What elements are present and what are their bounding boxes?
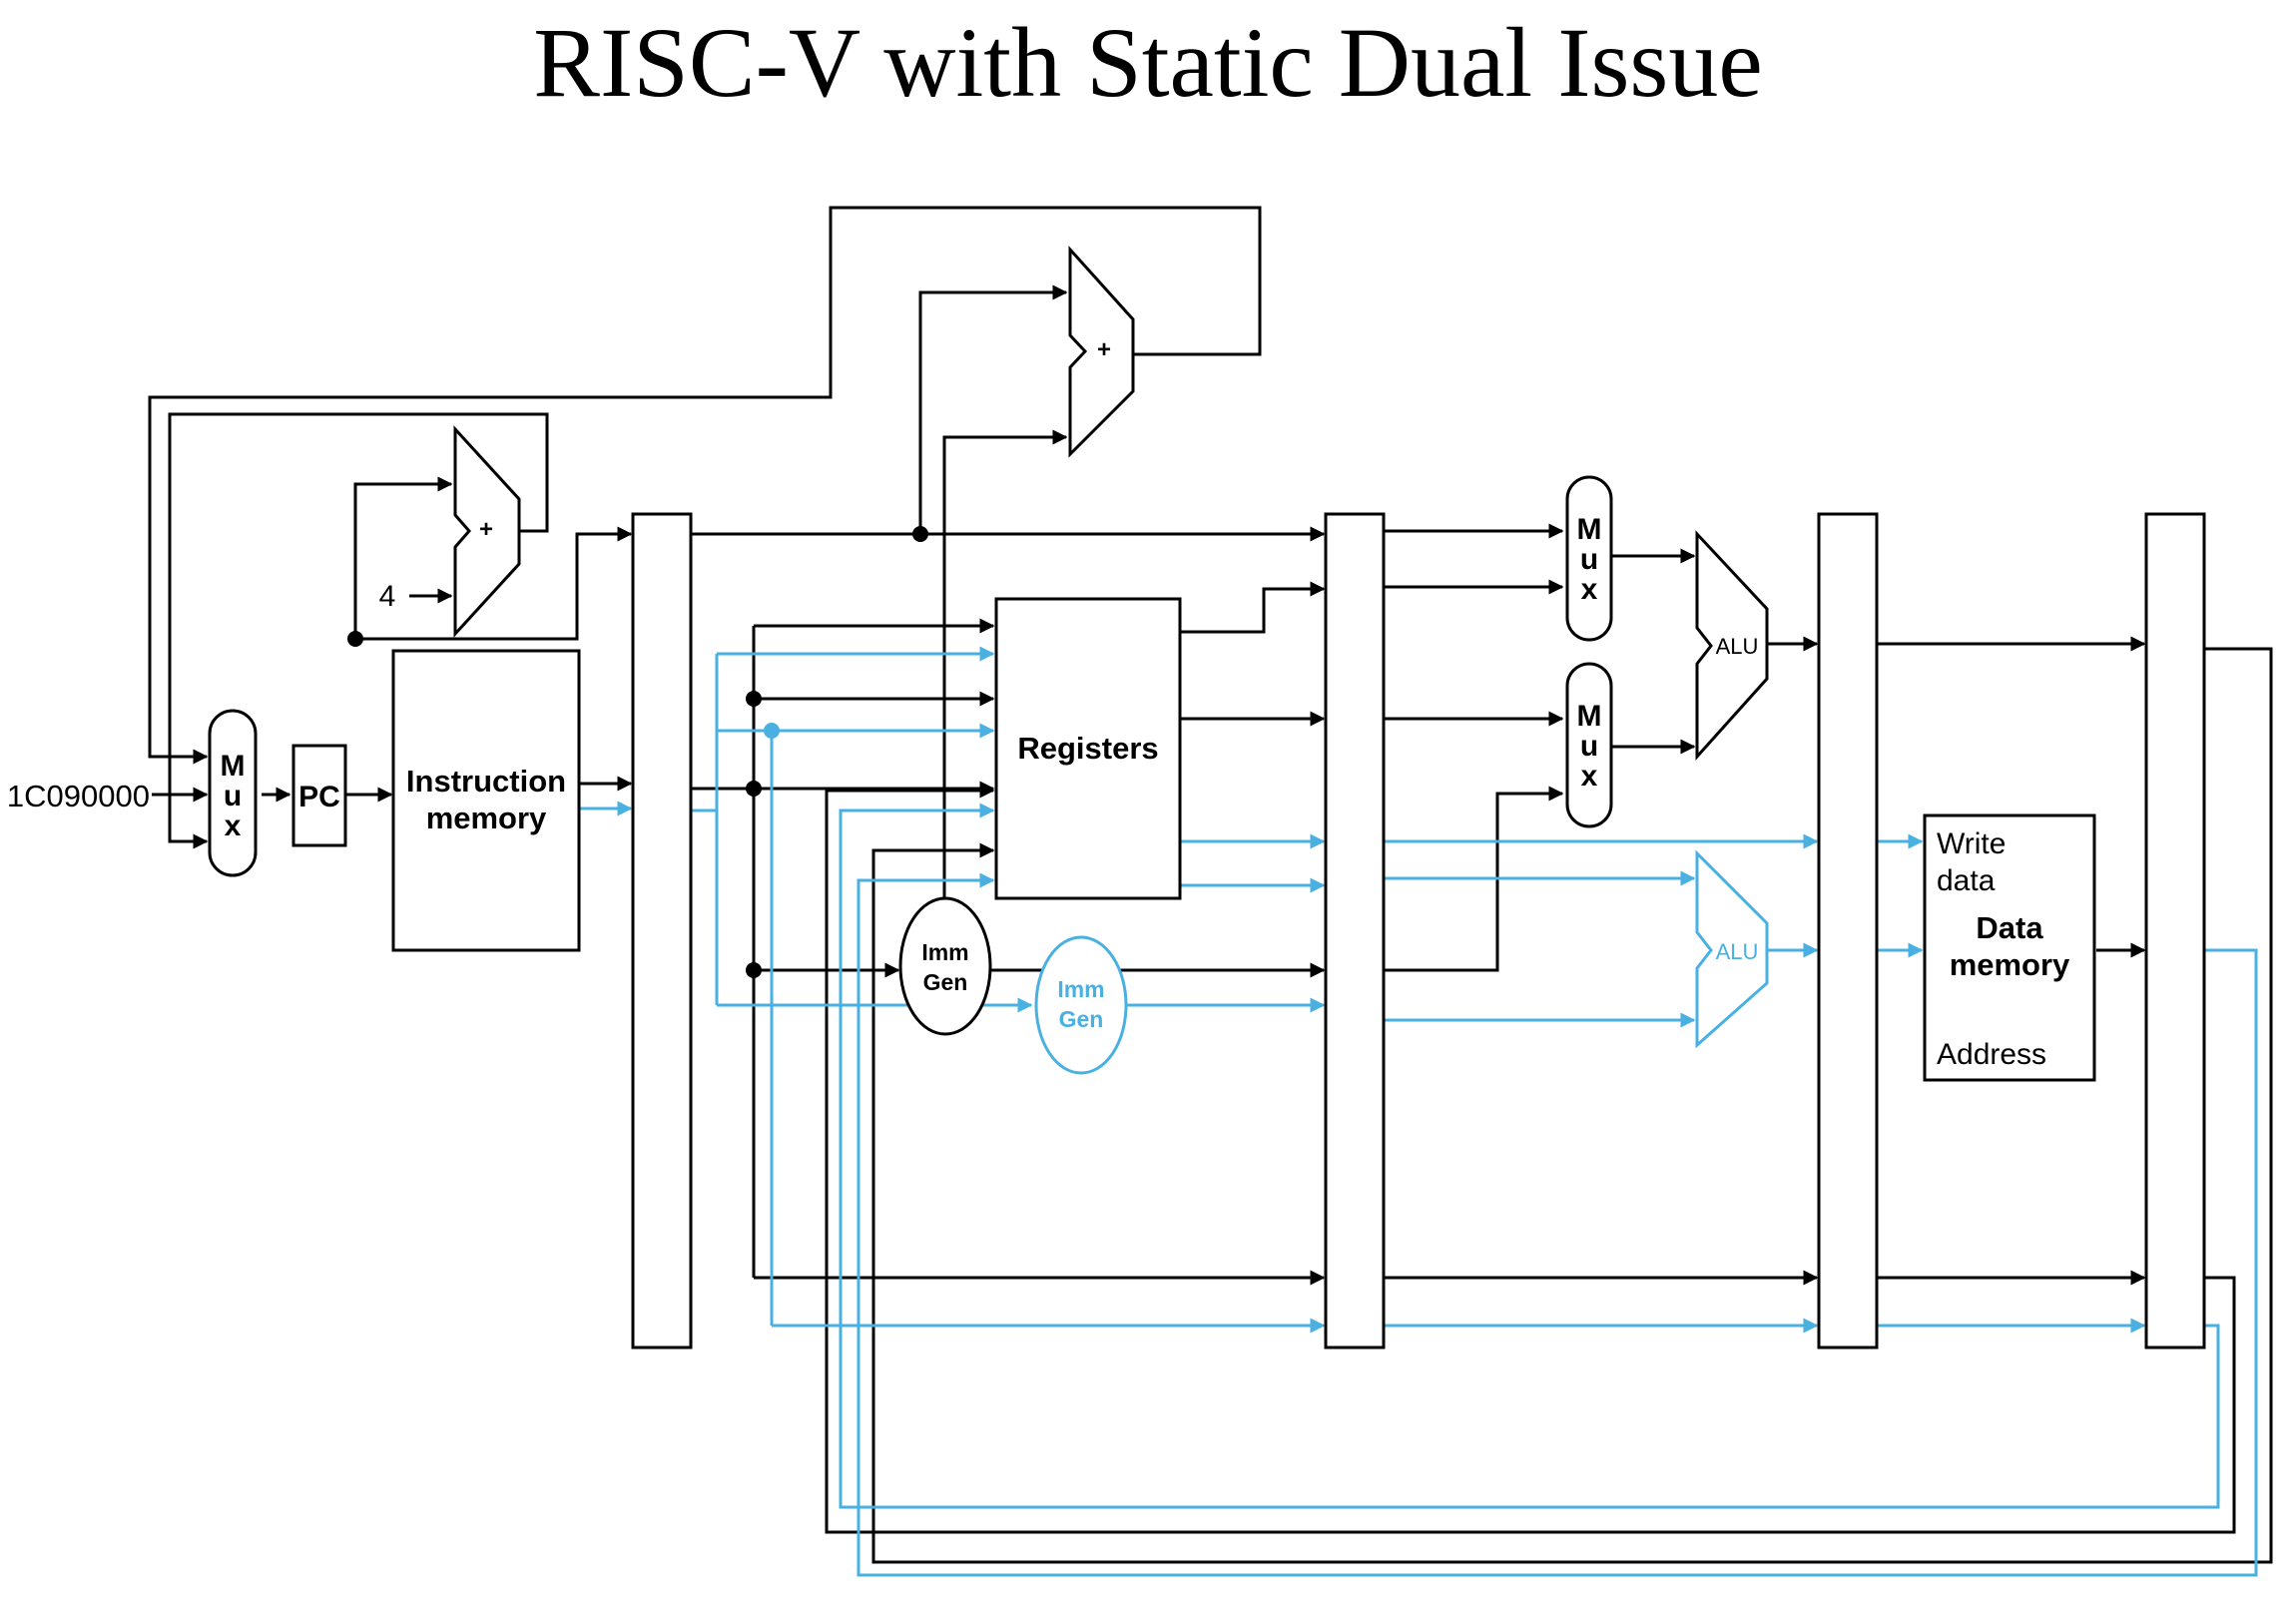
pc-adder-plus: + <box>479 516 493 543</box>
alu-black-label: ALU <box>1716 634 1759 659</box>
pc-mux-label-x: x <box>225 809 242 842</box>
wire-junctions <box>347 526 928 978</box>
alu-mux-upper-label-x: x <box>1581 573 1598 606</box>
pc-increment-adder <box>453 425 521 638</box>
data-memory <box>1923 813 2096 1082</box>
register-file <box>994 597 1182 900</box>
data-memory-label-2: memory <box>1950 947 2070 982</box>
if-id-pipeline-register <box>631 512 693 1349</box>
branch-target-adder <box>1068 246 1135 458</box>
data-memory-label-1: Data <box>1976 910 2043 945</box>
diagram-title: RISC-V with Static Dual Issue <box>533 7 1763 118</box>
imm-gen-blue <box>1034 935 1128 1075</box>
instruction-memory-label-2: memory <box>426 801 547 835</box>
pc-mux <box>208 709 258 877</box>
alu-mux-lower-label-u: u <box>1580 730 1598 763</box>
pc-register <box>291 744 347 847</box>
address-label: Address <box>1937 1038 2046 1071</box>
imm-gen-blue-label-1: Imm <box>1057 976 1104 1002</box>
branch-adder-plus: + <box>1097 336 1111 363</box>
alu-mux-upper-label-m: M <box>1577 513 1602 546</box>
alu-mux-lower-label-m: M <box>1577 700 1602 733</box>
alu-blue-label: ALU <box>1716 939 1759 964</box>
imm-gen-black-label-1: Imm <box>921 939 968 965</box>
alu-mux-upper-label-u: u <box>1580 543 1598 576</box>
alu-mux-lower <box>1565 662 1613 828</box>
alu-mux-upper <box>1565 475 1613 642</box>
instruction-memory <box>391 649 581 952</box>
pc-input-value: 1C090000 <box>7 779 150 813</box>
pc-mux-label-m: M <box>221 750 246 783</box>
imm-gen-black <box>898 896 992 1036</box>
blue-wires <box>579 646 2258 1577</box>
constant-four: 4 <box>379 580 396 613</box>
write-data-label-1: Write <box>1937 827 2006 860</box>
registers-label: Registers <box>1017 731 1158 766</box>
pc-label: PC <box>298 781 340 813</box>
black-wires <box>148 206 2273 1564</box>
alu-mux-lower-label-x: x <box>1581 760 1598 793</box>
imm-gen-black-label-2: Gen <box>923 969 968 995</box>
write-data-label-2: data <box>1937 864 1996 897</box>
id-ex-pipeline-register <box>1324 512 1386 1349</box>
pc-mux-label-u: u <box>224 780 242 812</box>
alu-black <box>1695 530 1769 761</box>
imm-gen-blue-label-2: Gen <box>1059 1006 1104 1032</box>
ex-mem-pipeline-register <box>1817 512 1879 1349</box>
instruction-memory-label-1: Instruction <box>406 764 566 799</box>
alu-blue <box>1695 849 1769 1049</box>
mem-wb-pipeline-register <box>2144 512 2206 1349</box>
